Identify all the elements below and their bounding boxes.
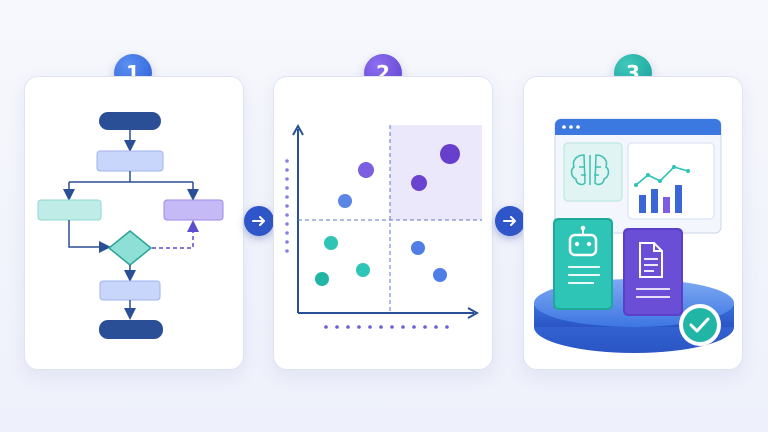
- robot-card: [553, 218, 613, 310]
- ai-dashboard-icon: [534, 118, 734, 353]
- browser-window: [554, 118, 722, 234]
- step-1-panel: [24, 76, 244, 370]
- step-2-panel: [273, 76, 493, 370]
- arrow-right-icon: [495, 206, 525, 236]
- y-axis-dots: [285, 159, 289, 253]
- brain-icon: [570, 154, 610, 186]
- flowchart-icon: [37, 112, 224, 339]
- document-card: [623, 228, 683, 316]
- x-axis-dots: [324, 325, 449, 329]
- step-3-panel: [523, 76, 743, 370]
- check-icon: [679, 304, 721, 346]
- arrow-right-icon: [244, 206, 274, 236]
- document-icon: [639, 242, 663, 278]
- scatter-plot-icon: [285, 123, 482, 329]
